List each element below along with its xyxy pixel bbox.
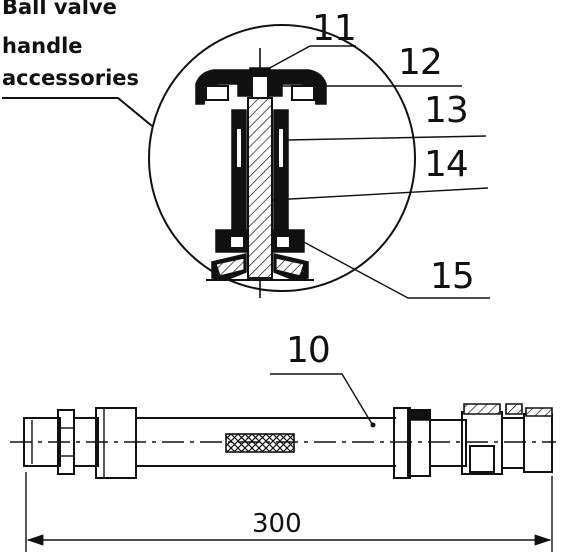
part-number-12: 12 bbox=[398, 42, 442, 83]
callout-line-3: accessories bbox=[2, 66, 139, 90]
dimension-value: 300 bbox=[252, 509, 302, 539]
handle-cap-inner-right bbox=[291, 85, 315, 101]
leader-10-dot bbox=[370, 422, 376, 428]
leader-10 bbox=[270, 373, 373, 425]
hatched-spindle bbox=[247, 97, 273, 279]
part-number-15: 15 bbox=[430, 256, 474, 297]
right-ferrule-sleeve bbox=[393, 407, 411, 479]
part-number-leaders: 11 12 13 14 15 bbox=[254, 8, 490, 299]
leader-13 bbox=[287, 135, 487, 141]
leader-11 bbox=[254, 45, 356, 77]
base-flange-hatch bbox=[215, 257, 305, 277]
braided-mesh bbox=[225, 433, 295, 453]
part-number-14: 14 bbox=[424, 144, 468, 185]
left-ferrule-sleeve bbox=[95, 407, 137, 479]
right-union-nut-inner bbox=[469, 445, 495, 473]
stem-tube-left-slot bbox=[235, 127, 243, 169]
top-screw-head bbox=[251, 75, 269, 99]
overall-dimension: 300 bbox=[25, 472, 553, 552]
callout-label: Ball valve handle accessories bbox=[2, 0, 139, 90]
detail-circle bbox=[148, 24, 416, 292]
right-tail-hatch bbox=[505, 403, 523, 415]
callout-line-1: Ball valve bbox=[2, 0, 117, 19]
right-union-body bbox=[429, 419, 467, 467]
right-union-nut bbox=[461, 411, 503, 475]
part-number-13: 13 bbox=[424, 90, 468, 131]
bottom-nut-left-inner bbox=[229, 235, 245, 249]
part-number-11: 11 bbox=[312, 8, 356, 49]
right-union-nut-hatch bbox=[463, 403, 501, 415]
callout-leader-line bbox=[2, 97, 153, 127]
part-number-10: 10 bbox=[286, 330, 330, 371]
leader-14 bbox=[271, 187, 489, 201]
callout-line-2: handle bbox=[2, 34, 83, 58]
leader-15 bbox=[299, 239, 490, 299]
bottom-nut-right-inner bbox=[275, 235, 291, 249]
hose-assembly: 10 bbox=[10, 330, 556, 479]
handle-assembly bbox=[195, 48, 327, 300]
right-collar-shade bbox=[407, 409, 431, 421]
right-tail-body bbox=[501, 417, 525, 469]
right-end-cap bbox=[523, 413, 553, 473]
right-end-hatch bbox=[525, 407, 553, 417]
handle-cap-inner-left bbox=[205, 85, 229, 101]
stem-tube-right-slot bbox=[277, 127, 285, 169]
